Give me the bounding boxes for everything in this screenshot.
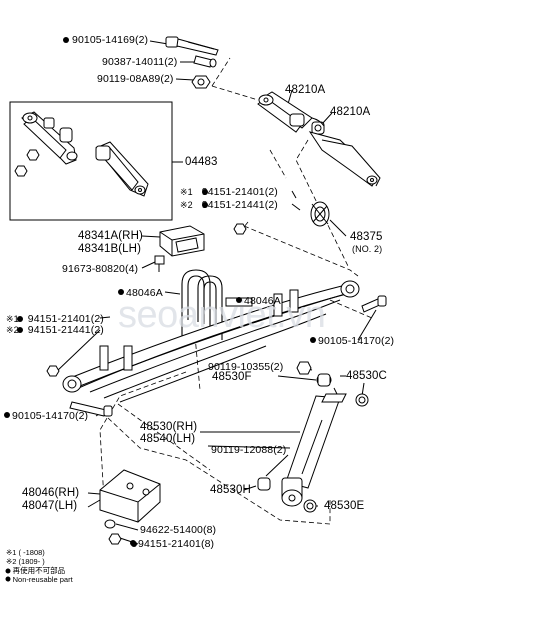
label-48047-lh: 48047(LH)	[22, 500, 78, 512]
label-90119-10355: 90119-10355(2)	[208, 361, 284, 373]
label-48341b: 48341B(LH)	[78, 243, 142, 255]
label-04483: 04483	[185, 156, 218, 168]
note1-mark: ※1	[6, 314, 19, 324]
label-48046a-left: 48046A	[118, 287, 163, 299]
legend-non-reusable-jp: ● 再使用不可部品	[6, 566, 66, 575]
label-94151-21401-top: ※1 94151-21401(2)	[180, 186, 278, 198]
label-90105-14170-right: 90105-14170(2)	[310, 335, 394, 347]
note2-mark: ※2	[180, 200, 193, 210]
note2-mark: ※2	[6, 325, 19, 335]
label-94151-21401-bottom-text: 94151-21401(8)	[138, 538, 215, 550]
label-90119-08a89: 90119-08A89(2)	[97, 73, 174, 85]
label-48046a-right: 48046A	[236, 295, 281, 307]
label-90105-14169: 90105-14169(2)	[72, 34, 149, 46]
non-reusable-dot	[310, 337, 316, 343]
non-reusable-dot	[118, 289, 124, 295]
label-48530f: 48530F	[212, 371, 252, 383]
label-90119-12088: 90119-12088(2)	[211, 444, 287, 456]
label-90105-14170-left-text: 90105-14170(2)	[12, 410, 89, 422]
label-94151-21401-top-text: 94151-21401(2)	[201, 186, 278, 198]
label-91673-80820: 91673-80820(4)	[62, 263, 139, 275]
label-94151-21401-bottom: 94151-21401(8)	[130, 538, 214, 550]
non-reusable-dot	[4, 412, 10, 418]
label-48210a-lower: 48210A	[330, 106, 371, 118]
label-48530h: 48530H	[210, 484, 251, 496]
label-48530c: 48530C	[346, 370, 387, 382]
legend-note1: ※1 ( -1808)	[6, 548, 45, 557]
label-90105-14170-right-text: 90105-14170(2)	[318, 335, 395, 347]
label-48046a-left-text: 48046A	[126, 287, 163, 299]
label-48375-note: (NO. 2)	[352, 244, 383, 254]
legend-note2: ※2 (1809- )	[6, 557, 45, 566]
label-94151-21401-left: ※1 94151-21401(2)	[6, 313, 104, 325]
label-48046-rh: 48046(RH)	[22, 487, 80, 499]
label-94151-21441-left: ※2 94151-21441(2)	[6, 324, 104, 336]
watermark: seoanviet.vn	[118, 294, 326, 336]
label-94622-51400: 94622-51400(8)	[140, 524, 217, 536]
label-48046a-right-text: 48046A	[244, 295, 281, 307]
non-reusable-dot	[236, 297, 242, 303]
label-90387-14011: 90387-14011(2)	[102, 56, 178, 68]
non-reusable-dot	[130, 540, 136, 546]
label-48375: 48375	[350, 231, 383, 243]
label-48210a-upper: 48210A	[285, 84, 326, 96]
label-94151-21441-top-text: 94151-21441(2)	[201, 199, 278, 211]
label-48341a: 48341A(RH)	[78, 230, 143, 242]
label-94151-21441-top: ※2 94151-21441(2)	[180, 199, 278, 211]
label-94151-21401-left-text: 94151-21401(2)	[27, 313, 104, 325]
note1-mark: ※1	[180, 187, 193, 197]
label-48530e: 48530E	[324, 500, 365, 512]
label-48530-rh: 48530(RH)	[140, 421, 198, 433]
label-94151-21441-left-text: 94151-21441(2)	[27, 324, 104, 336]
label-48540-lh: 48540(LH)	[140, 433, 196, 445]
label-90105-14170-left: 90105-14170(2)	[4, 410, 88, 422]
legend-non-reusable-en: ● Non-reusable part	[6, 575, 73, 584]
